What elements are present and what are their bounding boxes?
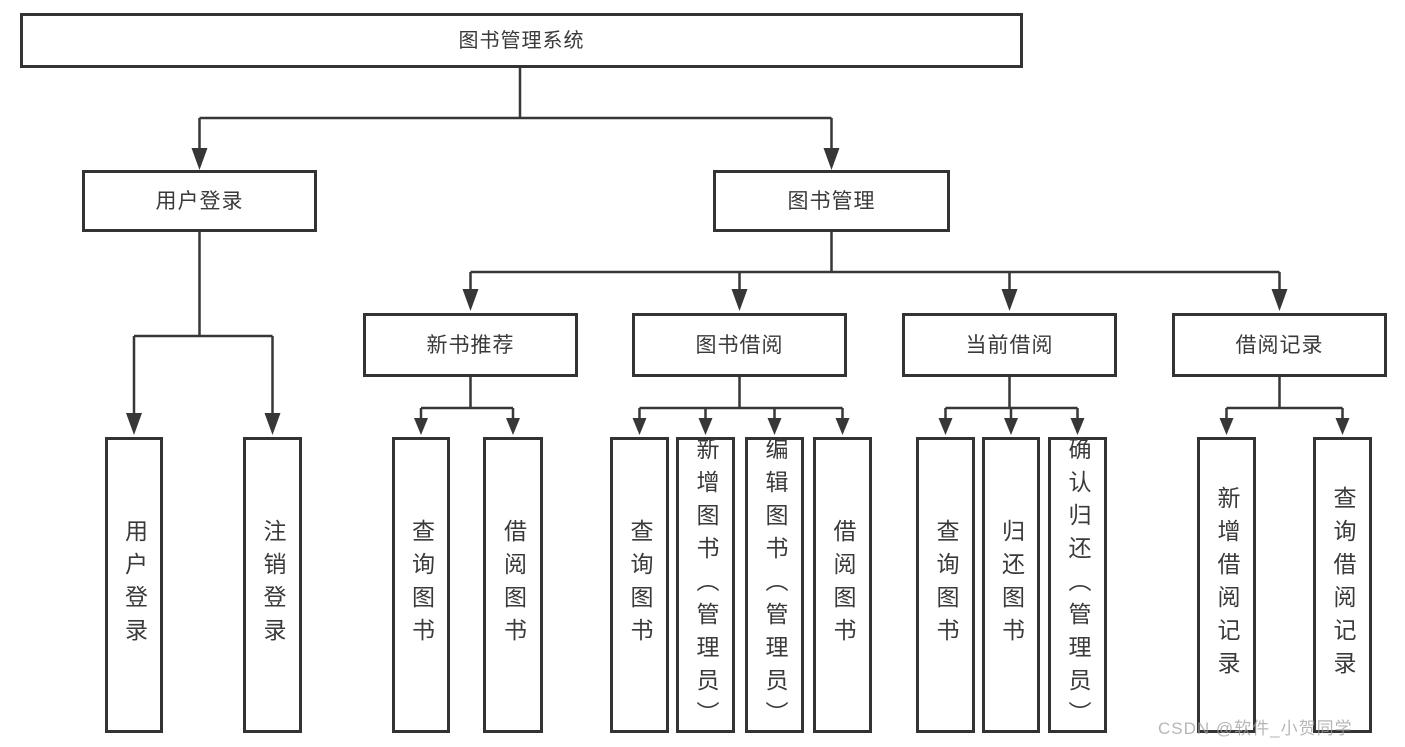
- node-borrowing-records-label: 借阅记录: [1235, 333, 1324, 357]
- leaf-borrow-books-2-label: 借阅图书: [830, 519, 856, 651]
- leaf-logout: 注销登录: [243, 437, 302, 733]
- arrowhead-icon: [938, 418, 953, 435]
- connector-newbook-to-leaves: [419, 377, 515, 420]
- leaf-return-books-label: 归还图书: [998, 519, 1025, 651]
- arrowhead-icon: [1219, 418, 1234, 435]
- leaf-add-borrow-record: 新增借阅记录: [1197, 437, 1256, 733]
- node-library-management-system-label: 图书管理系统: [458, 29, 585, 52]
- arrowhead-icon: [1271, 289, 1288, 311]
- arrowhead-icon: [731, 289, 748, 311]
- leaf-query-books-1: 查询图书: [392, 437, 450, 733]
- node-library-management-system: 图书管理系统: [20, 13, 1023, 68]
- leaf-confirm-return-admin: 确认归还（管理员）: [1048, 436, 1107, 734]
- connector-records-to-leaves: [1225, 377, 1344, 420]
- node-book-borrowing-label: 图书借阅: [695, 333, 784, 357]
- node-current-borrowing-label: 当前借阅: [965, 333, 1054, 357]
- leaf-query-books-2: 查询图书: [610, 437, 669, 733]
- leaf-query-books-2-label: 查询图书: [627, 519, 653, 651]
- arrowhead-icon: [1335, 418, 1350, 435]
- arrowhead-icon: [462, 289, 479, 311]
- leaf-edit-books-admin: 编辑图书（管理员）: [745, 436, 804, 734]
- arrowhead-icon: [1070, 418, 1085, 435]
- connector-root-to-level2: [198, 68, 833, 150]
- arrowhead-icon: [191, 148, 208, 170]
- leaf-borrow-books-1-label: 借阅图书: [500, 519, 527, 651]
- leaf-query-books-3-label: 查询图书: [933, 519, 959, 651]
- arrowhead-icon: [264, 413, 281, 435]
- leaf-query-books-1-label: 查询图书: [408, 519, 435, 651]
- arrowhead-icon: [767, 418, 782, 435]
- arrowhead-icon: [835, 418, 850, 435]
- leaf-add-borrow-record-label: 新增借阅记录: [1214, 486, 1240, 684]
- leaf-confirm-return-admin-label: 确认归还（管理员）: [1065, 436, 1091, 734]
- node-new-book-recommend: 新书推荐: [363, 313, 578, 377]
- arrowhead-icon: [1001, 289, 1018, 311]
- arrowhead-icon: [698, 418, 713, 435]
- arrowhead-icon: [823, 148, 840, 170]
- leaf-add-books-admin: 新增图书（管理员）: [676, 436, 735, 734]
- node-user-login: 用户登录: [82, 170, 317, 232]
- node-book-management: 图书管理: [713, 170, 950, 232]
- connector-current-to-leaves: [944, 377, 1079, 420]
- connector-bookmgmt-to-level3: [469, 232, 1281, 292]
- connector-userlogin-to-leaves: [132, 232, 274, 415]
- leaf-add-books-admin-label: 新增图书（管理员）: [693, 436, 719, 734]
- watermark: CSDN @软件_小贺同学: [1158, 719, 1353, 738]
- leaf-edit-books-admin-label: 编辑图书（管理员）: [762, 436, 788, 734]
- leaf-borrow-books-1: 借阅图书: [483, 437, 543, 733]
- leaf-query-borrow-record: 查询借阅记录: [1313, 437, 1372, 733]
- leaf-borrow-books-2: 借阅图书: [813, 437, 872, 733]
- leaf-logout-label: 注销登录: [260, 519, 286, 651]
- arrowhead-icon: [632, 418, 647, 435]
- node-book-borrowing: 图书借阅: [632, 313, 847, 377]
- node-current-borrowing: 当前借阅: [902, 313, 1117, 377]
- leaf-query-borrow-record-label: 查询借阅记录: [1330, 486, 1356, 684]
- leaf-user-login: 用户登录: [105, 437, 163, 733]
- node-user-login-label: 用户登录: [155, 189, 244, 213]
- arrowhead-icon: [126, 413, 142, 435]
- arrowhead-icon: [414, 418, 428, 435]
- node-borrowing-records: 借阅记录: [1172, 313, 1387, 377]
- leaf-query-books-3: 查询图书: [916, 437, 975, 733]
- node-book-management-label: 图书管理: [787, 189, 876, 213]
- leaf-return-books: 归还图书: [982, 437, 1040, 733]
- leaf-user-login-label: 用户登录: [121, 519, 148, 651]
- arrowhead-icon: [506, 418, 520, 435]
- arrowhead-icon: [1004, 418, 1018, 435]
- connector-borrowing-to-leaves: [638, 377, 844, 420]
- node-new-book-recommend-label: 新书推荐: [426, 333, 515, 357]
